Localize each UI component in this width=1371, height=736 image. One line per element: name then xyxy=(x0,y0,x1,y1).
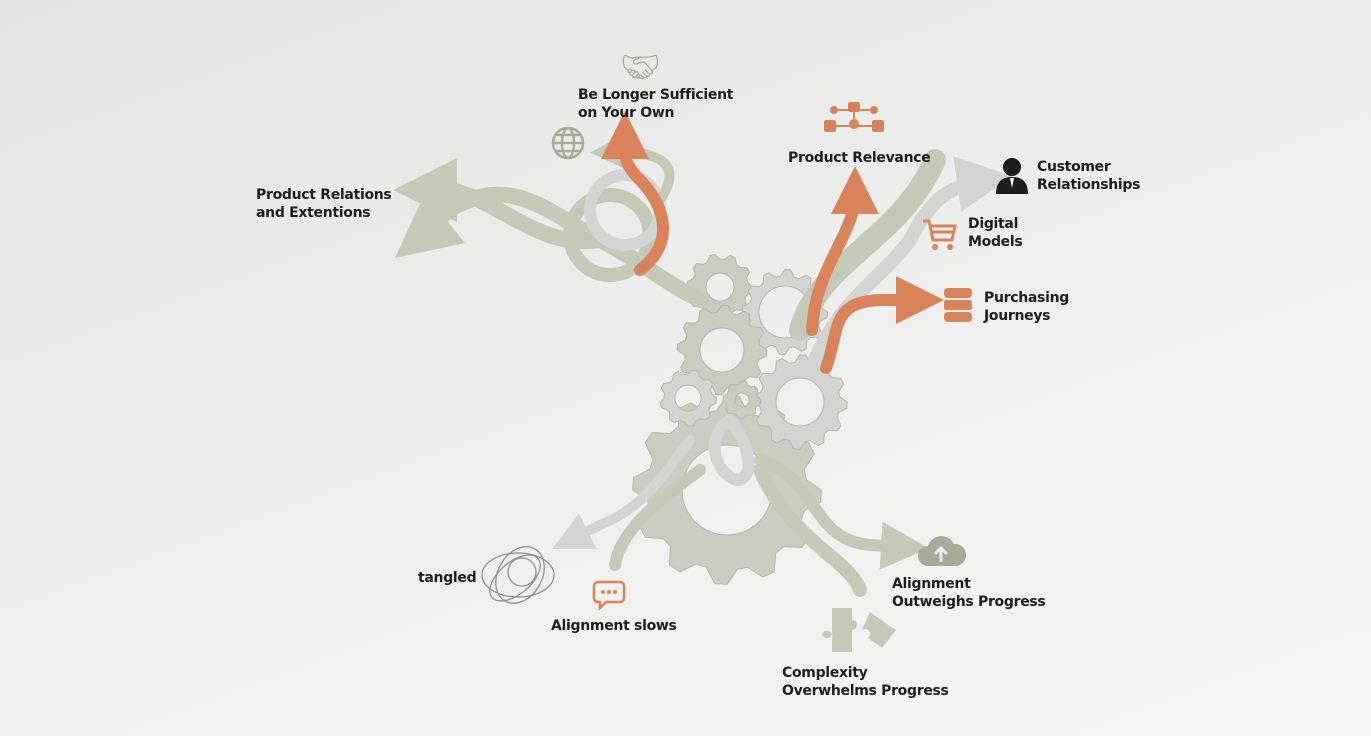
ribbon-alignment-slows xyxy=(609,464,706,571)
gear-icon xyxy=(722,380,762,420)
label-line: Digital xyxy=(968,216,1019,232)
label-line: Outweighs Progress xyxy=(892,594,1046,610)
ribbon-tangled xyxy=(552,435,695,549)
label-line: Customer xyxy=(1037,159,1111,175)
network-database-icon xyxy=(824,102,884,132)
label-product-relevance: Product Relevance xyxy=(788,150,931,166)
ribbon-be-longer xyxy=(600,111,670,276)
shopping-cart-icon xyxy=(923,219,957,250)
ribbon-complexity xyxy=(753,463,867,597)
user-icon xyxy=(996,158,1028,194)
gear-icon xyxy=(676,304,768,396)
label-line: Journeys xyxy=(984,308,1051,324)
globe-icon xyxy=(551,126,585,160)
label-line: Overwhelms Progress xyxy=(782,683,949,699)
label-line: Purchasing xyxy=(984,290,1069,306)
label-line: Product Relations xyxy=(256,187,392,203)
label-alignment-slows: Alignment slows xyxy=(551,618,677,634)
ribbon-purchasing xyxy=(820,276,944,374)
label-line: Complexity xyxy=(782,665,868,681)
label-line: on Your Own xyxy=(578,105,675,121)
chat-bubbles-icon xyxy=(592,580,626,612)
tangled-icon xyxy=(481,546,555,604)
label-line: and Extentions xyxy=(256,205,371,221)
label-tangled: tangled xyxy=(418,570,477,586)
database-icon xyxy=(944,288,972,322)
gear-cluster xyxy=(632,253,848,585)
label-be-longer-sufficient: Be Longer Sufficient on Your Own xyxy=(578,86,733,122)
ribbon-product-relevance xyxy=(806,166,879,336)
label-line: Models xyxy=(968,234,1023,250)
label-line: Be Longer Sufficient xyxy=(578,87,734,103)
handshake-icon: 🤝︎ xyxy=(620,48,661,86)
ribbon-alignment-outweighs xyxy=(754,454,929,570)
label-line: Alignment xyxy=(892,576,971,592)
label-product-relations: Product Relations and Extentions xyxy=(256,186,392,222)
puzzle-icon xyxy=(822,608,896,652)
cloud-upload-icon xyxy=(918,536,966,566)
gear-icon xyxy=(659,369,717,427)
label-line: Relationships xyxy=(1037,177,1141,193)
